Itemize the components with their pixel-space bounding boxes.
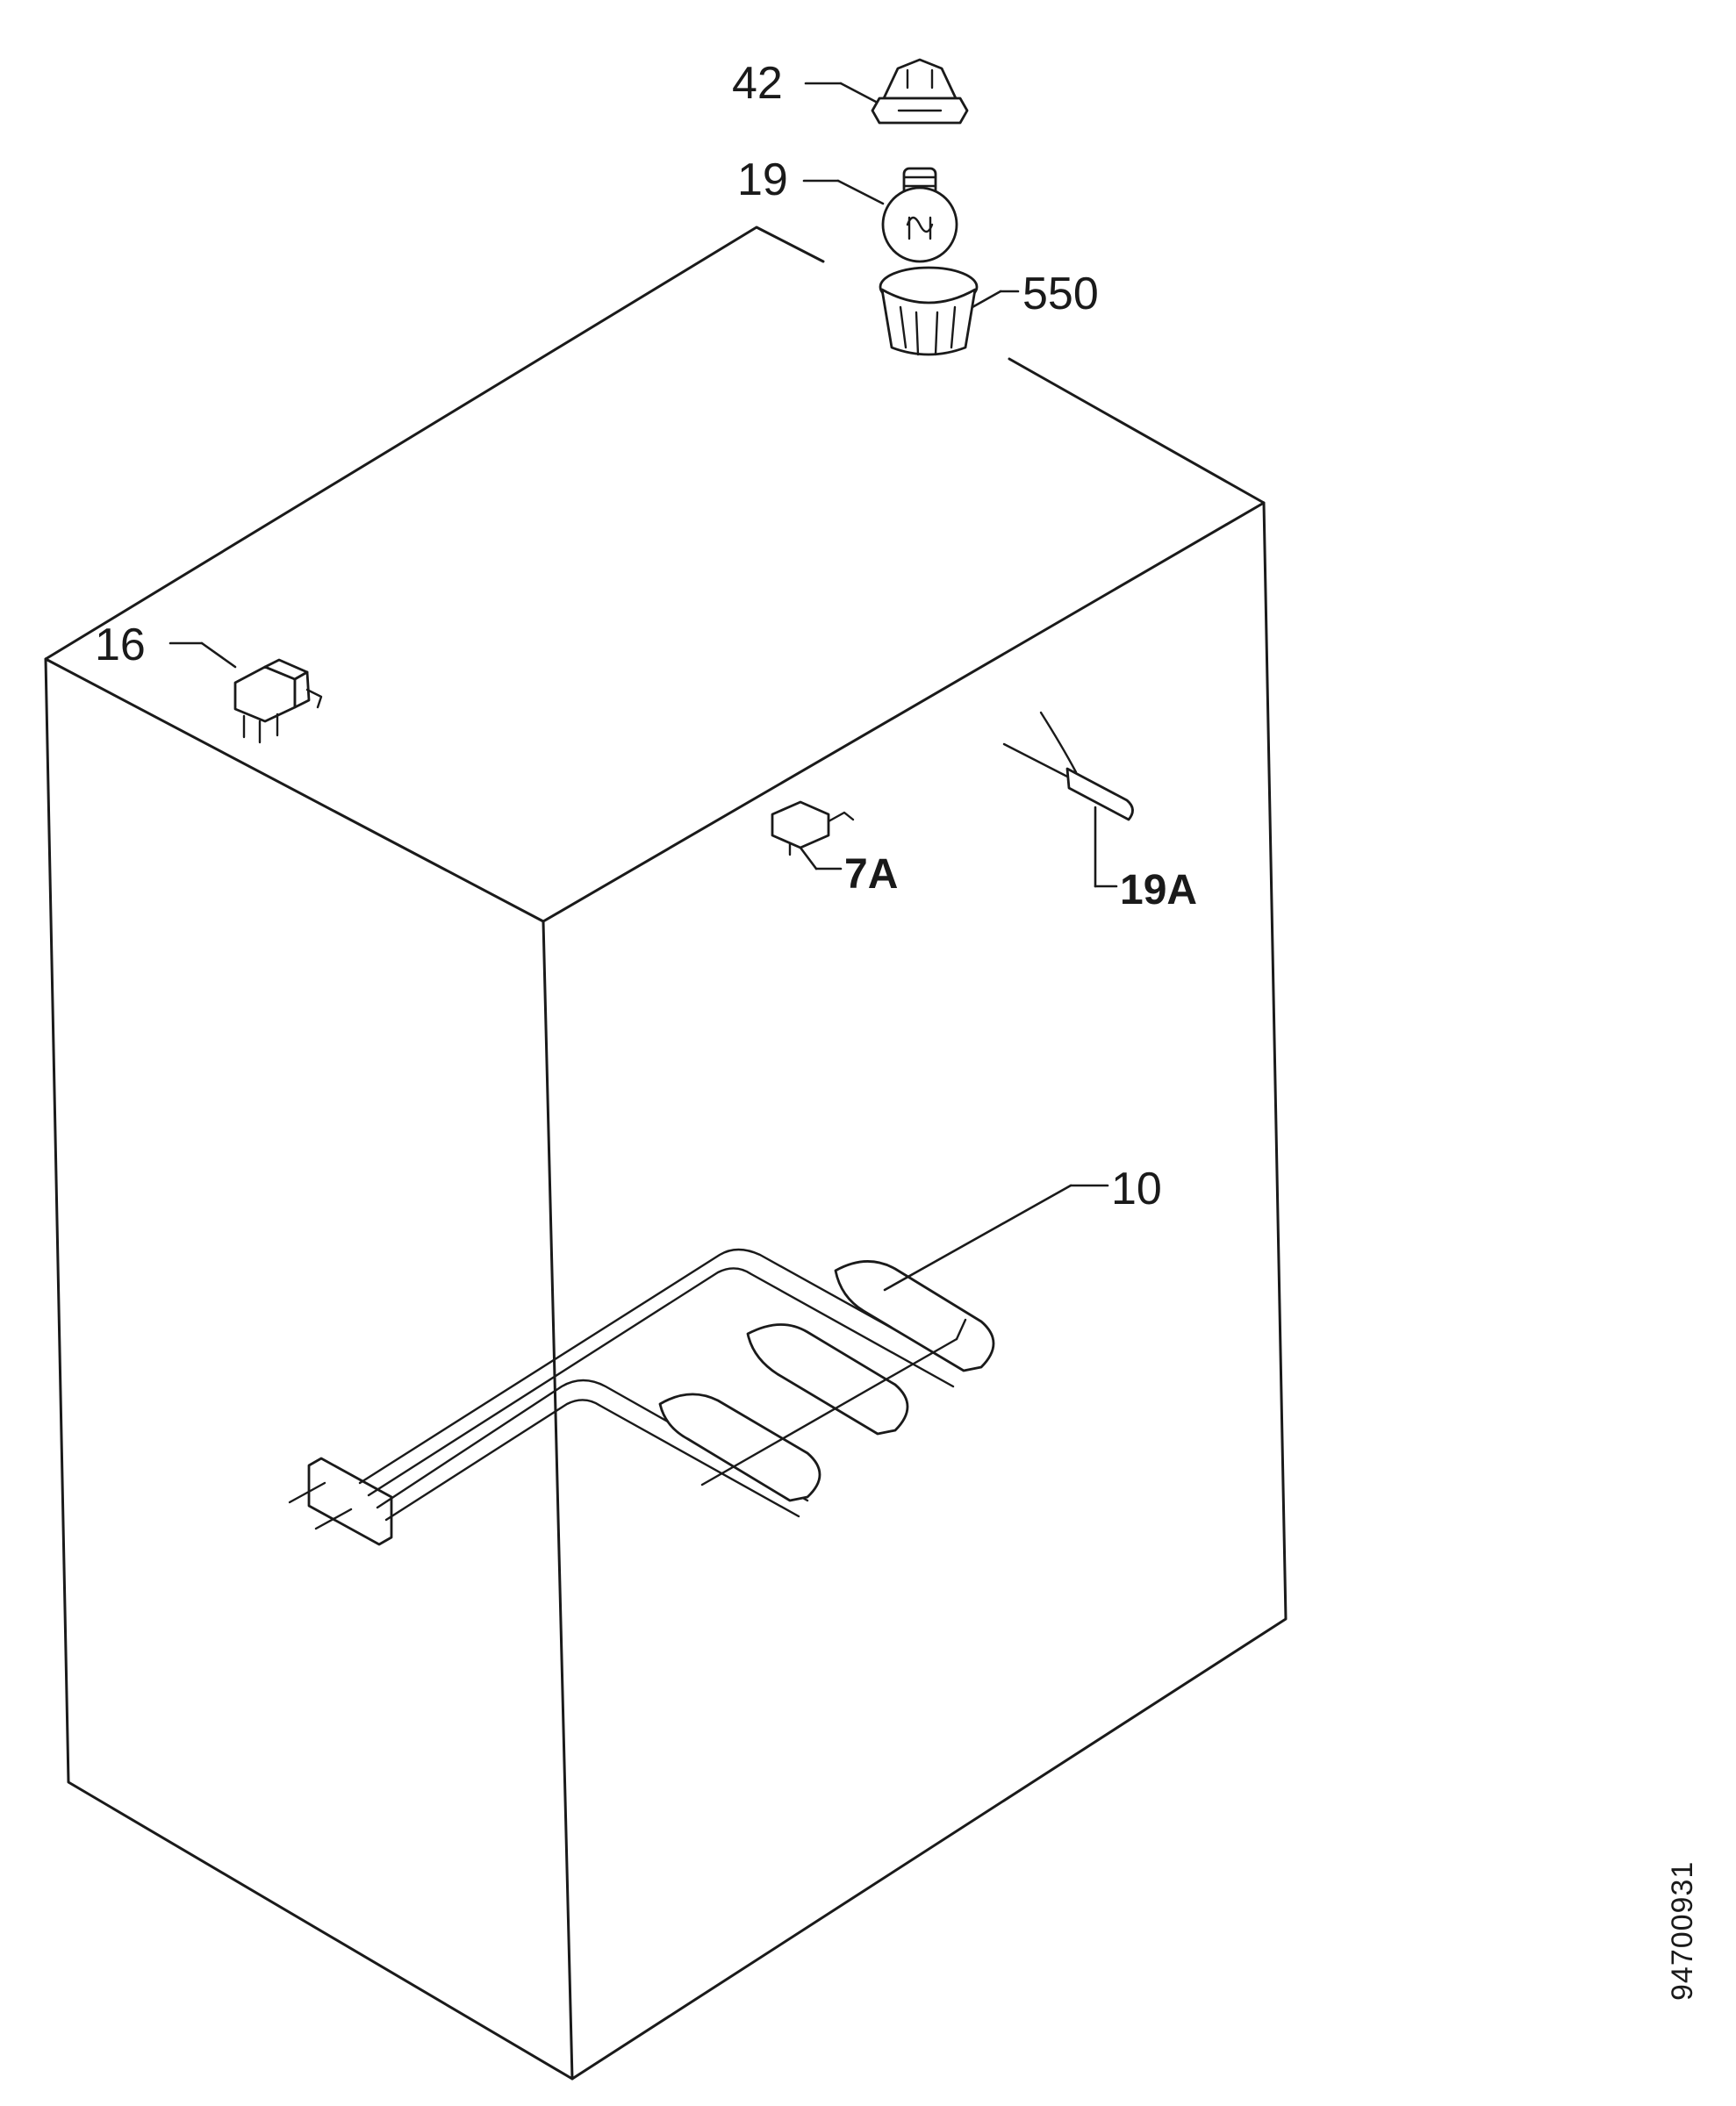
lamp-cover-part[interactable] <box>804 58 969 125</box>
callout-19: 19 <box>737 154 788 205</box>
callout-550: 550 <box>1022 269 1099 319</box>
heating-element-part[interactable] <box>288 1184 1109 1546</box>
temperature-sensor-part[interactable] <box>1002 711 1134 888</box>
cabinet-vertical-edge <box>542 920 574 2081</box>
callout-16: 16 <box>95 620 146 670</box>
cabinet-top-front-edge <box>44 501 1266 923</box>
microswitch-part[interactable] <box>771 800 855 870</box>
lamp-holder-part[interactable] <box>879 266 1020 356</box>
callout-7a: 7A <box>844 851 898 898</box>
drawing-number: 94700931 <box>1666 1861 1699 2001</box>
callout-10: 10 <box>1111 1164 1162 1214</box>
callout-19a: 19A <box>1120 867 1197 913</box>
callout-42: 42 <box>732 58 783 109</box>
lamp-bulb-part[interactable] <box>802 167 958 263</box>
switch-part[interactable] <box>169 641 323 744</box>
cabinet-outline <box>44 226 1288 2081</box>
cabinet-box <box>44 226 1288 2081</box>
